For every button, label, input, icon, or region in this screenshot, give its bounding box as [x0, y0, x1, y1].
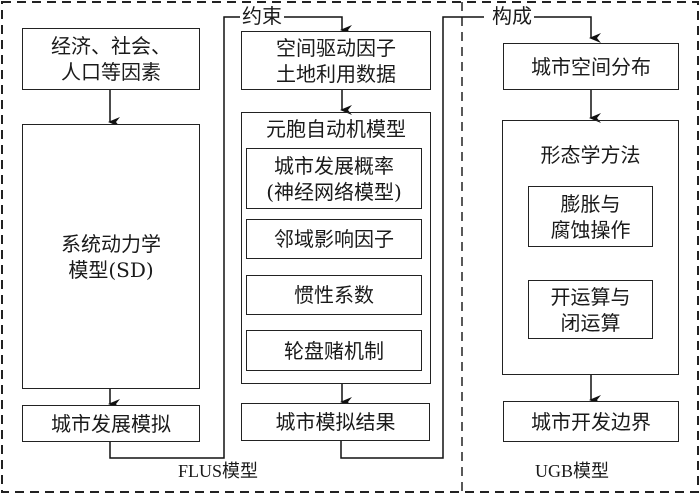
morph-method-box: 形态学方法	[502, 120, 679, 375]
sim-result-box: 城市模拟结果	[241, 403, 430, 441]
constraint-arrow	[284, 16, 352, 35]
ugb-region-label: UGB模型	[535, 461, 610, 481]
urban-sim-box: 城市发展模拟	[22, 405, 200, 442]
spatial-dist-text: 城市空间分布	[531, 54, 651, 79]
ca-item-probability: 城市发展概率 (神经网络模型)	[246, 148, 422, 209]
boundary-text: 城市开发边界	[531, 409, 651, 434]
sd-model-box: 系统动力学 模型(SD)	[22, 124, 200, 389]
flus-region-label: FLUS模型	[178, 461, 259, 481]
morph-item-text: 膨胀与 腐蚀操作	[550, 191, 631, 242]
compose-label: 构成	[490, 4, 534, 28]
ca-model-title: 元胞自动机模型	[266, 117, 406, 141]
factors-text: 经济、社会、 人口等因素	[51, 34, 171, 84]
constraint-label: 约束	[240, 4, 284, 28]
morph-item-opening: 开运算与 闭运算	[528, 280, 653, 339]
morph-item-text: 开运算与 闭运算	[550, 284, 631, 335]
ca-model-box: 元胞自动机模型	[241, 112, 431, 384]
ca-item-text: 惯性系数	[294, 283, 374, 307]
drivers-text: 空间驱动因子 土地利用数据	[276, 35, 396, 86]
ca-item-inertia: 惯性系数	[246, 275, 422, 315]
sim-result-text: 城市模拟结果	[275, 410, 396, 434]
ca-item-text: 邻域影响因子	[274, 227, 394, 251]
compose-arrow	[528, 16, 601, 43]
drivers-box: 空间驱动因子 土地利用数据	[241, 31, 431, 90]
ca-item-neighborhood: 邻域影响因子	[246, 219, 422, 259]
ca-item-text: 轮盘赌机制	[284, 338, 384, 363]
factors-box: 经济、社会、 人口等因素	[22, 28, 200, 90]
urban-sim-text: 城市发展模拟	[51, 411, 171, 436]
spatial-dist-box: 城市空间分布	[503, 43, 679, 90]
ca-item-text: 城市发展概率 (神经网络模型)	[266, 153, 402, 204]
morph-item-dilation: 膨胀与 腐蚀操作	[528, 186, 653, 247]
sd-model-text: 系统动力学 模型(SD)	[61, 231, 161, 282]
ca-item-roulette: 轮盘赌机制	[246, 330, 422, 371]
boundary-box: 城市开发边界	[503, 401, 679, 442]
morph-method-title: 形态学方法	[540, 143, 641, 167]
